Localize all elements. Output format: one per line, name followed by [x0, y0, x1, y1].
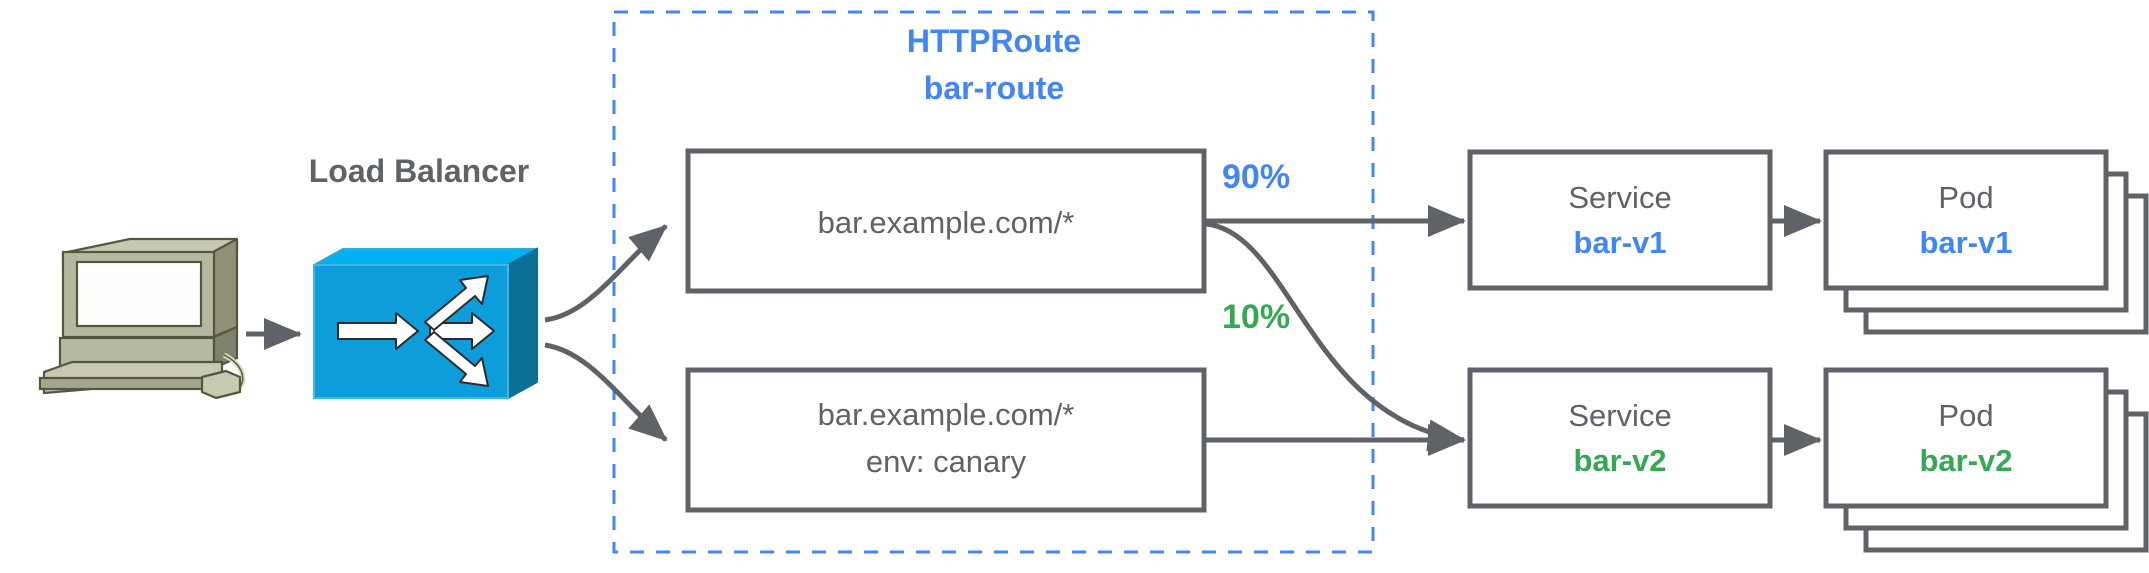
arrow-rule-primary-to-service-v2: [1205, 221, 1466, 452]
rule-canary-line-2: env: canary: [866, 444, 1027, 479]
rule-box-canary[interactable]: [685, 367, 1207, 513]
desktop-computer-icon: [38, 237, 246, 400]
arrow-lb-to-rule-canary: [544, 342, 668, 442]
arrow-lb-to-rule-primary: [544, 224, 668, 323]
pod-box-bar-v2: [1823, 367, 2109, 509]
httproute-name-label: bar-route: [924, 70, 1064, 106]
load-balancer-icon: [313, 247, 538, 400]
rule-canary-line-1: bar.example.com/*: [818, 397, 1075, 432]
pod-box-bar-v1: [1823, 149, 2109, 291]
rule-primary-line-1: bar.example.com/*: [818, 205, 1075, 240]
httproute-kind-label: HTTPRoute: [907, 23, 1081, 59]
pod-name-bar-v2: bar-v2: [1919, 443, 2012, 478]
pod-kind-bar-v1: Pod: [1938, 180, 1993, 215]
pod-stack-bar-v1[interactable]: [1823, 149, 2149, 335]
service-box-bar-v1[interactable]: [1467, 149, 1773, 291]
weight-label-90: 90%: [1222, 158, 1290, 196]
service-box-bar-v2[interactable]: [1467, 367, 1773, 509]
pod-stack-bar-v2[interactable]: [1823, 367, 2149, 553]
service-kind-bar-v2: Service: [1568, 398, 1671, 433]
service-kind-bar-v1: Service: [1568, 180, 1671, 215]
httproute-boundary: [612, 10, 1375, 554]
rule-box-primary[interactable]: [685, 148, 1207, 294]
load-balancer-label: Load Balancer: [309, 153, 530, 189]
service-name-bar-v2: bar-v2: [1573, 443, 1666, 478]
pod-kind-bar-v2: Pod: [1938, 398, 1993, 433]
service-name-bar-v1: bar-v1: [1573, 225, 1666, 260]
weight-label-10: 10%: [1222, 298, 1290, 336]
pod-name-bar-v1: bar-v1: [1919, 225, 2012, 260]
